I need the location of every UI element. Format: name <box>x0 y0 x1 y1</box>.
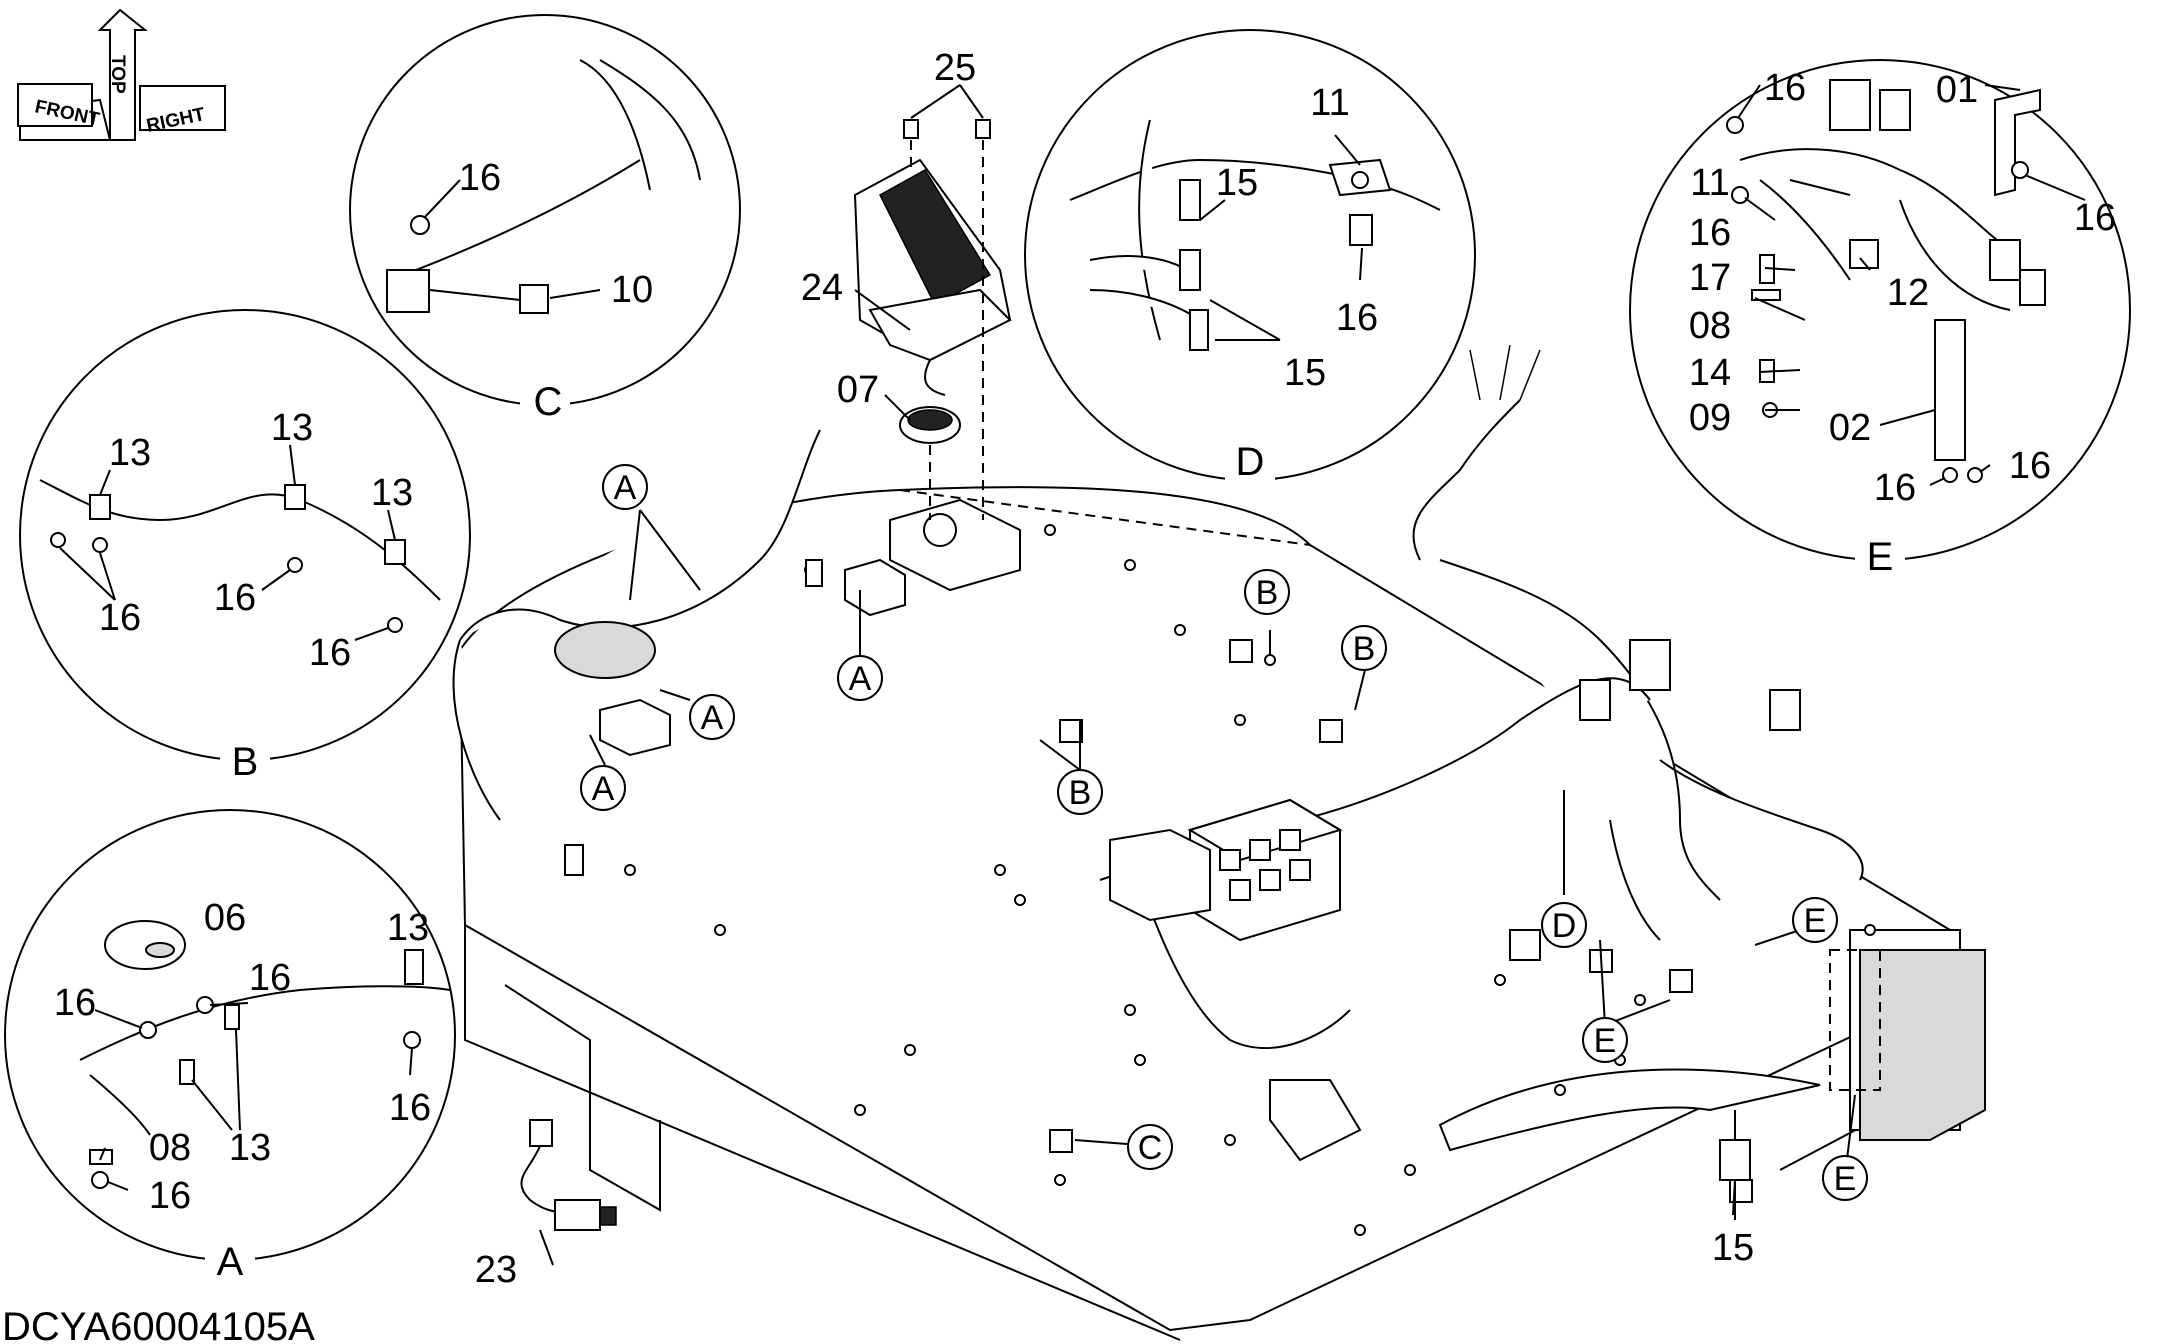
detail-b: B 13 13 13 16 16 16 <box>19 309 471 790</box>
ref-a-3: A <box>580 765 626 811</box>
drawing-code: DCYA60004105A <box>2 1305 315 1344</box>
detail-e: E 16 01 11 16 16 <box>1629 59 2131 585</box>
ref-b-2: B <box>1341 625 1387 671</box>
ref-c-1: C <box>1127 1124 1173 1170</box>
label-e-12: 12 <box>1887 272 1929 314</box>
label-a-08: 08 <box>149 1127 191 1169</box>
ref-callouts: A A A A B B B C D E E E <box>580 464 1868 1201</box>
ref-e-3: E <box>1822 1155 1868 1201</box>
floor-plate <box>458 486 1986 1341</box>
detail-a: A 06 16 16 13 13 16 08 16 <box>4 809 456 1290</box>
label-b-16a: 16 <box>99 597 141 639</box>
svg-text:B: B <box>1069 774 1092 812</box>
label-a-13a: 13 <box>387 907 429 949</box>
label-e-17: 17 <box>1689 257 1731 299</box>
svg-text:D: D <box>1552 907 1577 945</box>
label-b-13c: 13 <box>371 472 413 514</box>
grommet-07 <box>899 406 961 444</box>
label-b-13b: 13 <box>271 407 313 449</box>
orientation-icon: FRONT TOP RIGHT <box>17 8 226 141</box>
label-a-16b: 16 <box>54 982 96 1024</box>
label-c-10: 10 <box>611 269 653 311</box>
ref-a-4: A <box>837 655 883 701</box>
label-a-13b: 13 <box>229 1127 271 1169</box>
detail-d: D 11 15 16 15 <box>1024 29 1476 490</box>
svg-text:A: A <box>849 660 872 698</box>
label-e-16c: 16 <box>1689 212 1731 254</box>
detail-c-caption: C <box>534 380 563 424</box>
label-e-02: 02 <box>1829 407 1871 449</box>
ref-b-1: B <box>1244 569 1290 615</box>
label-23: 23 <box>475 1249 517 1291</box>
label-b-13a: 13 <box>109 432 151 474</box>
label-e-16b: 16 <box>2074 197 2116 239</box>
ref-e-1: E <box>1792 897 1838 943</box>
ref-a-1: A <box>602 464 648 510</box>
detail-d-caption: D <box>1236 440 1265 484</box>
label-a-16d: 16 <box>149 1175 191 1217</box>
svg-text:A: A <box>701 699 724 737</box>
label-d-11: 11 <box>1310 82 1349 124</box>
label-a-06: 06 <box>204 897 246 939</box>
main-leaders <box>539 84 1736 1266</box>
label-d-16: 16 <box>1336 297 1378 339</box>
ref-b-3: B <box>1057 769 1103 815</box>
svg-text:E: E <box>1594 1022 1617 1060</box>
svg-text:E: E <box>1834 1160 1857 1198</box>
svg-text:C: C <box>1138 1129 1163 1167</box>
label-c-16: 16 <box>459 157 501 199</box>
label-e-11: 11 <box>1690 162 1729 204</box>
label-07: 07 <box>837 369 879 411</box>
bolts-25 <box>903 119 991 520</box>
label-e-01: 01 <box>1936 69 1978 111</box>
label-25: 25 <box>934 47 976 89</box>
label-24: 24 <box>801 267 843 309</box>
label-e-16d: 16 <box>2009 445 2051 487</box>
svg-text:B: B <box>1353 630 1376 668</box>
label-a-16c: 16 <box>389 1087 431 1129</box>
label-e-09: 09 <box>1689 397 1731 439</box>
detail-b-caption: B <box>232 740 259 784</box>
label-a-16a: 16 <box>249 957 291 999</box>
label-e-16a: 16 <box>1764 67 1806 109</box>
svg-text:A: A <box>592 770 615 808</box>
ref-a-2: A <box>689 694 735 740</box>
ref-d-1: D <box>1541 902 1587 948</box>
label-e-08: 08 <box>1689 305 1731 347</box>
label-b-16b: 16 <box>214 577 256 619</box>
top-label: TOP <box>107 55 128 94</box>
label-e-14: 14 <box>1689 352 1731 394</box>
ref-e-2: E <box>1582 1017 1628 1063</box>
sensor-23 <box>520 1119 617 1231</box>
detail-e-caption: E <box>1867 535 1894 579</box>
label-15: 15 <box>1712 1227 1754 1269</box>
detail-a-caption: A <box>217 1240 244 1284</box>
svg-text:E: E <box>1804 902 1827 940</box>
sensor-15 <box>1719 1110 1751 1220</box>
label-d-15b: 15 <box>1284 352 1326 394</box>
main-part-labels: 25 24 07 23 15 <box>475 47 1754 1291</box>
accelerator-pedal <box>853 158 1021 592</box>
label-b-16c: 16 <box>309 632 351 674</box>
main-harness <box>452 344 1864 1049</box>
fuse-box <box>1109 639 1801 961</box>
svg-text:A: A <box>614 469 637 507</box>
floor-blocks <box>554 558 1753 1203</box>
label-e-16e: 16 <box>1874 467 1916 509</box>
detail-c: C 16 10 <box>349 14 741 430</box>
svg-text:B: B <box>1256 574 1279 612</box>
label-d-15a: 15 <box>1216 162 1258 204</box>
